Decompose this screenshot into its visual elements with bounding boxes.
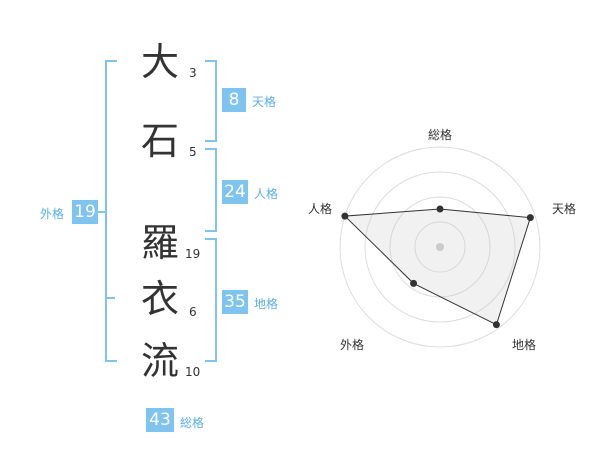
stroke-count-5: 10 [185, 365, 201, 379]
soukaku-value: 43 [146, 408, 174, 432]
radar-point-4 [410, 279, 418, 287]
tenkaku-bracket [205, 60, 217, 142]
name-char-1: 大 [141, 40, 180, 84]
stroke-count-3: 19 [185, 247, 201, 261]
radar-axis-label-2: 天格 [552, 201, 576, 216]
stroke-count-1: 3 [189, 66, 197, 80]
gaikaku-value: 19 [72, 200, 98, 224]
jinkaku-label: 人格 [254, 187, 279, 201]
chikaku-value: 35 [222, 290, 248, 314]
chikaku-label: 地格 [254, 297, 279, 311]
radar-axis-label-1: 総格 [428, 127, 452, 142]
gaikaku-bracket [105, 60, 117, 362]
radar-axis-label-5: 人格 [308, 201, 332, 216]
jinkaku-value: 24 [222, 180, 248, 204]
tenkaku-value: 8 [222, 88, 246, 112]
radar-point-2 [526, 214, 534, 222]
radar-ring-3 [364, 171, 516, 323]
stroke-count-2: 5 [189, 145, 197, 159]
stroke-count-4: 6 [189, 305, 197, 319]
gaikaku-label: 外格 [40, 207, 65, 221]
radar-point-3 [492, 321, 500, 329]
gaikaku-connector [97, 211, 105, 213]
radar-polygon [343, 208, 532, 326]
soukaku-label: 総格 [180, 416, 205, 430]
tenkaku-label: 天格 [252, 95, 277, 109]
radar-point-5 [341, 212, 349, 220]
radar-center [436, 243, 444, 251]
name-char-3: 羅 [141, 221, 180, 265]
radar-point-1 [436, 205, 444, 213]
name-char-4: 衣 [141, 277, 180, 321]
jinkaku-bracket [205, 148, 217, 232]
name-char-2: 石 [141, 119, 180, 163]
radar-ring-1 [414, 221, 466, 273]
name-char-5: 流 [141, 339, 180, 383]
gaikaku-bracket-join [105, 297, 115, 299]
chikaku-bracket [205, 238, 217, 362]
radar-axis-label-3: 地格 [512, 337, 536, 352]
radar-ring-4 [339, 146, 541, 348]
radar-axis-label-4: 外格 [340, 337, 364, 352]
